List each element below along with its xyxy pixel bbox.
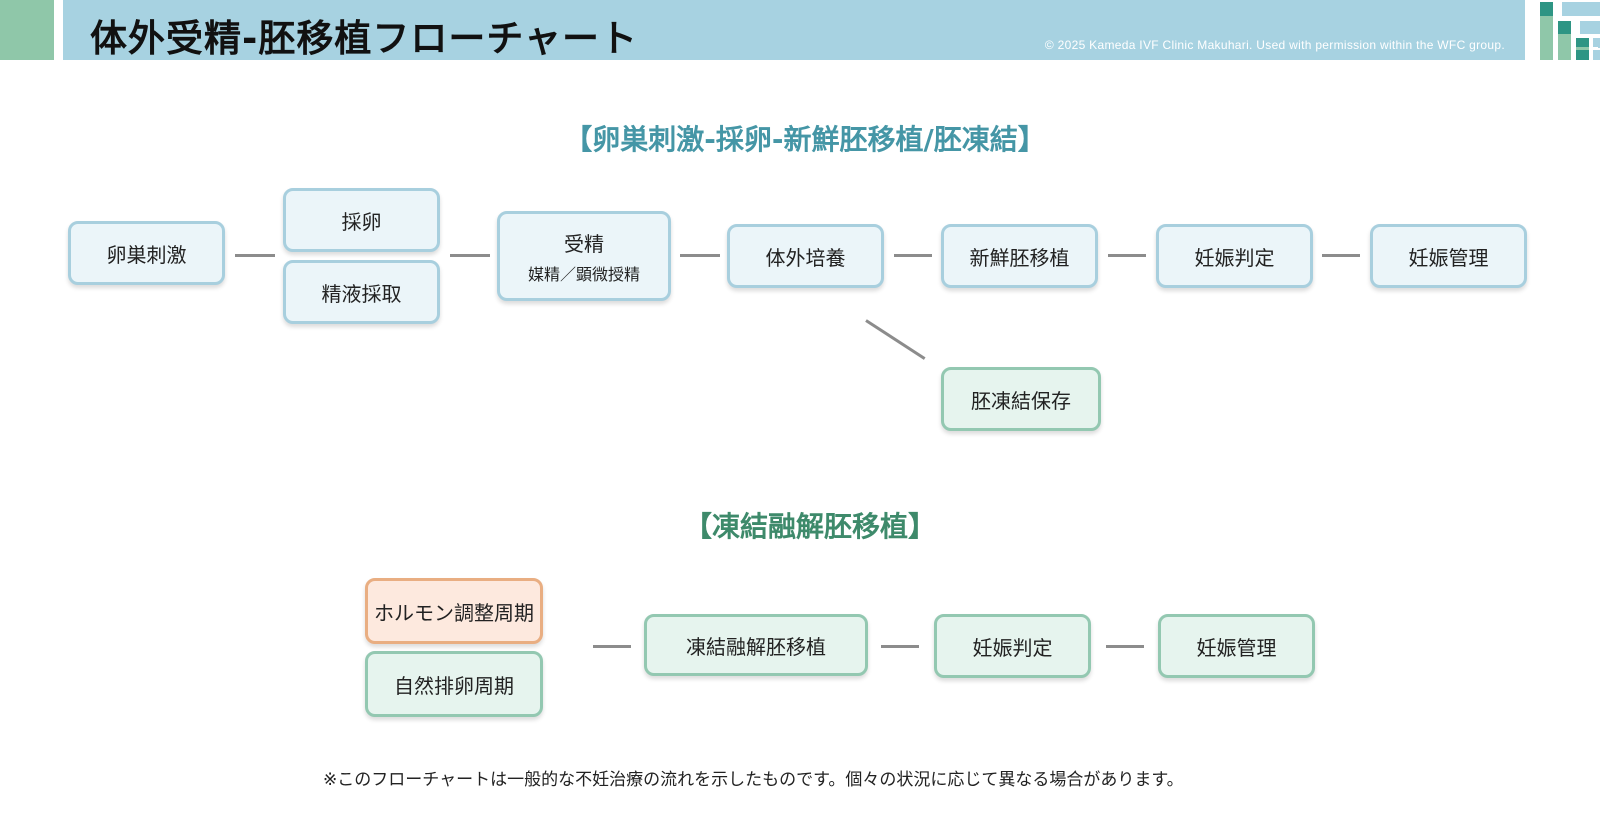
step-fresh-embryo-transfer: 新鮮胚移植	[941, 224, 1098, 288]
step-label: 妊娠管理	[1196, 635, 1277, 660]
connector	[1108, 254, 1146, 257]
step-in-vitro-culture: 体外培養	[727, 224, 884, 288]
step-fertilization: 受精 媒精／顕微授精	[497, 211, 671, 301]
step-label: 自然排卵周期	[394, 673, 514, 698]
connector	[450, 254, 490, 257]
connector	[1322, 254, 1360, 257]
section-title-frozen-cycle: 【凍結融解胚移植】	[683, 510, 937, 543]
header-bar	[63, 0, 1525, 60]
connector	[235, 254, 275, 257]
page-title: 体外受精-胚移植フローチャート	[90, 17, 638, 60]
step-label: 胚凍結保存	[971, 388, 1071, 413]
step-label: 卵巣刺激	[106, 242, 187, 267]
step-label: 妊娠判定	[1194, 245, 1275, 270]
step-ovarian-stimulation: 卵巣刺激	[68, 221, 225, 285]
diagonal-connector	[865, 319, 926, 360]
step-label: 凍結融解胚移植	[686, 634, 826, 659]
step-label: ホルモン調整周期	[374, 600, 534, 625]
connector	[894, 254, 932, 257]
step-semen-collection: 精液採取	[283, 260, 440, 324]
step-label: 新鮮胚移植	[969, 245, 1070, 270]
step-pregnancy-management-2: 妊娠管理	[1158, 614, 1315, 678]
step-label: 体外培養	[765, 245, 846, 270]
step-natural-cycle: 自然排卵周期	[365, 651, 543, 717]
step-label: 精液採取	[321, 281, 402, 306]
step-frozen-embryo-transfer: 凍結融解胚移植	[644, 614, 868, 676]
step-sublabel: 媒精／顕微授精	[527, 264, 640, 284]
step-pregnancy-test-2: 妊娠判定	[934, 614, 1091, 678]
footnote: ※このフローチャートは一般的な不妊治療の流れを示したものです。個々の状況に応じて…	[323, 770, 1184, 790]
connector	[1106, 645, 1144, 648]
step-label: 妊娠管理	[1408, 245, 1489, 270]
step-label: 受精	[564, 231, 604, 256]
connector	[881, 645, 919, 648]
clinic-logo-icon	[1540, 2, 1600, 60]
step-pregnancy-test: 妊娠判定	[1156, 224, 1313, 288]
connector	[680, 254, 720, 257]
step-hormone-cycle: ホルモン調整周期	[365, 578, 543, 644]
step-label: 妊娠判定	[972, 635, 1053, 660]
section-title-fresh-cycle: 【卵巣刺激-採卵-新鮮胚移植/胚凍結】	[564, 123, 1046, 156]
step-label: 採卵	[341, 209, 382, 234]
step-pregnancy-management: 妊娠管理	[1370, 224, 1527, 288]
step-embryo-freezing: 胚凍結保存	[941, 367, 1101, 431]
step-egg-retrieval: 採卵	[283, 188, 440, 252]
copyright-notice: © 2025 Kameda IVF Clinic Makuhari. Used …	[1044, 38, 1505, 52]
header-accent-block	[0, 0, 54, 60]
connector	[593, 645, 631, 648]
